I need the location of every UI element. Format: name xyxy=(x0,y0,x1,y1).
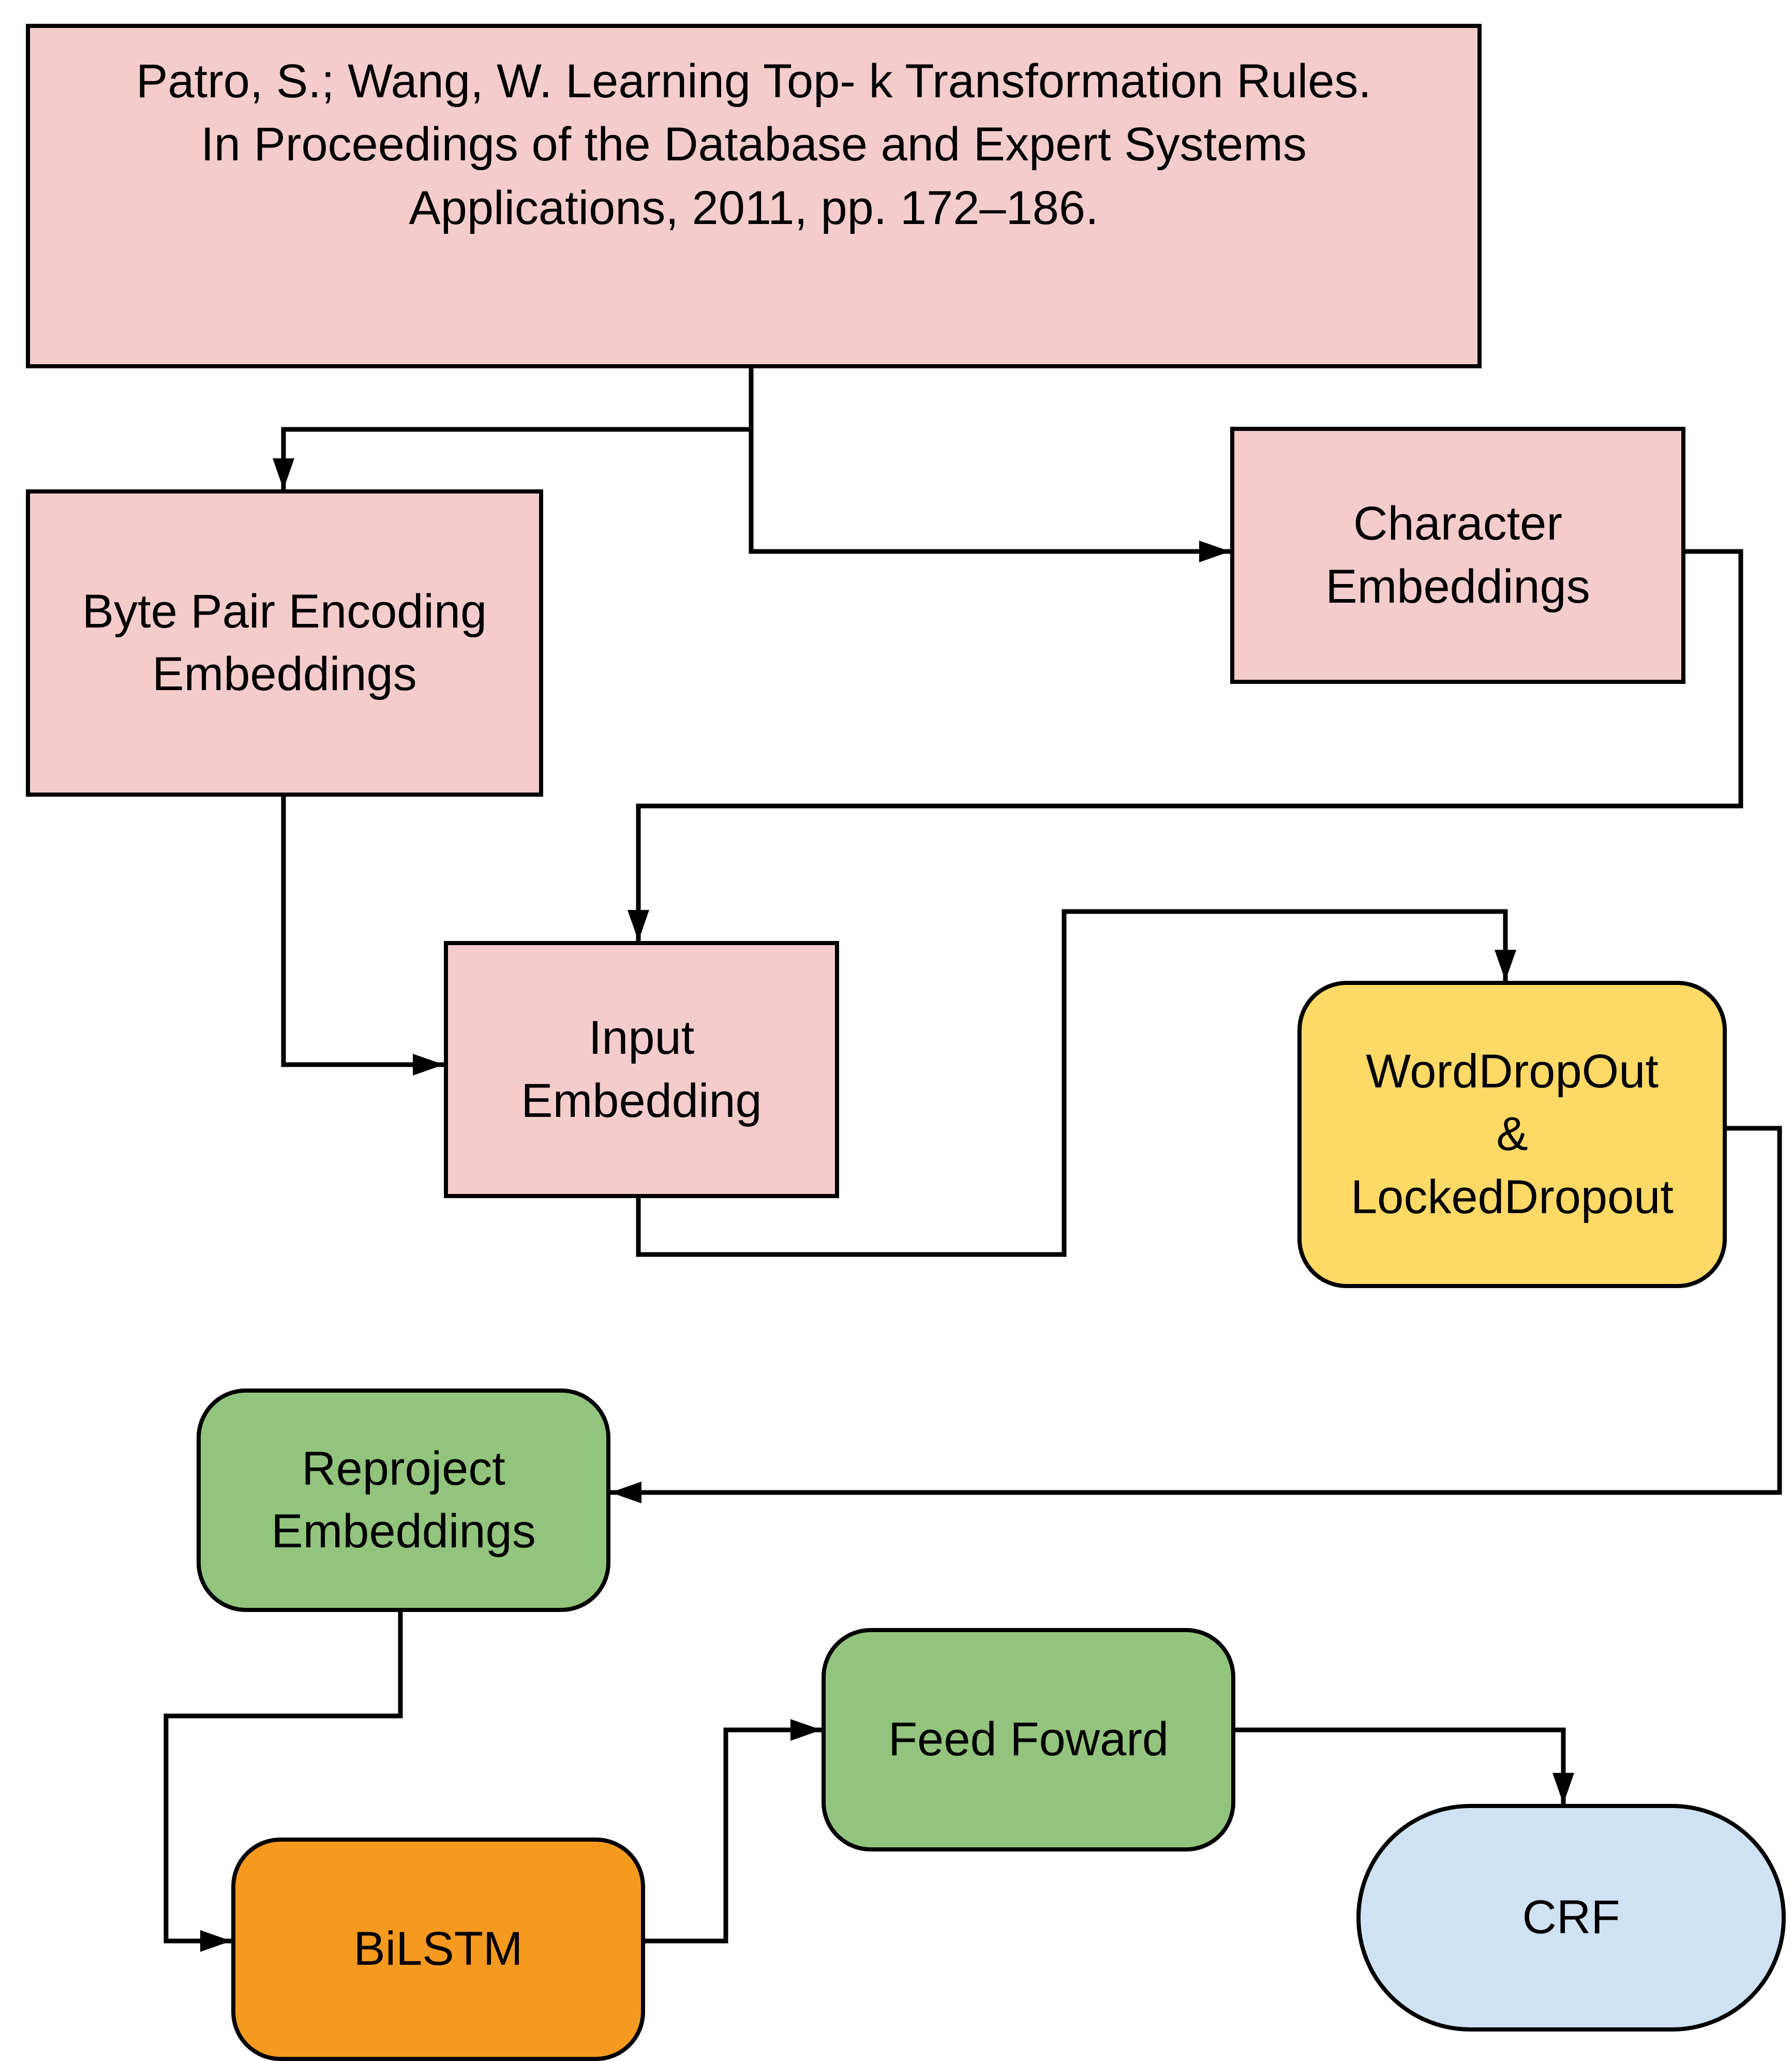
character-embeddings-box: Character Embeddings xyxy=(1230,427,1685,684)
feed-forward-box: Feed Foward xyxy=(822,1628,1235,1851)
crf-label: CRF xyxy=(1522,1891,1620,1944)
character-embeddings-label: Character Embeddings xyxy=(1325,497,1590,613)
reproject-embeddings-box: Reproject Embeddings xyxy=(197,1388,610,1612)
reproject-embeddings-label: Reproject Embeddings xyxy=(271,1442,536,1558)
bilstm-box: BiLSTM xyxy=(231,1838,645,2061)
input-embedding-box: Input Embedding xyxy=(444,941,839,1198)
edge-bilstm-to-feedforward xyxy=(645,1719,822,1944)
dropout-label: WordDropOut & LockedDropout xyxy=(1351,1044,1674,1223)
edge-citation-to-char xyxy=(749,368,1230,562)
citation-text: Patro, S.; Wang, W. Learning Top- k Tran… xyxy=(136,55,1371,234)
edge-bpe-to-input xyxy=(281,797,444,1076)
dropout-box: WordDropOut & LockedDropout xyxy=(1297,981,1727,1288)
edge-feedforward-to-crf xyxy=(1235,1727,1574,1804)
edge-citation-to-bpe xyxy=(273,368,754,489)
edge-dropout-to-reproject xyxy=(610,1126,1782,1503)
input-embedding-label: Input Embedding xyxy=(521,1011,762,1127)
feed-forward-label: Feed Foward xyxy=(888,1713,1169,1766)
byte-pair-encoding-label: Byte Pair Encoding Embeddings xyxy=(82,585,487,700)
edge-input-to-dropout xyxy=(636,909,1516,1257)
crf-box: CRF xyxy=(1356,1804,1786,2032)
bilstm-label: BiLSTM xyxy=(353,1922,523,1976)
edge-char-to-input xyxy=(628,549,1743,941)
edge-reproject-to-bilstm xyxy=(163,1612,403,1952)
byte-pair-encoding-box: Byte Pair Encoding Embeddings xyxy=(26,489,543,797)
citation-box: Patro, S.; Wang, W. Learning Top- k Tran… xyxy=(26,24,1482,368)
